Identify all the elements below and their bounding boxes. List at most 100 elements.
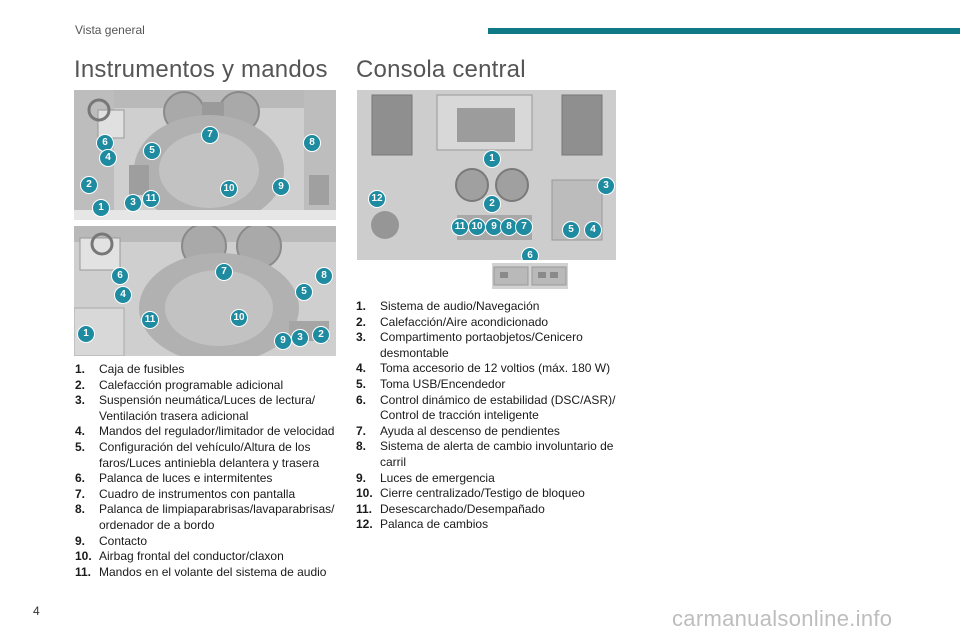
legend-item-text: Compartimento portaobjetos/Cenicero desm… [380, 330, 583, 360]
legend-item: 10. Cierre centralizado/Testigo de bloque… [356, 486, 626, 502]
legend-item: 4. Mandos del regulador/limitador de velo… [75, 424, 343, 440]
legend-item-number: 9. [356, 470, 367, 485]
legend-item-text: Airbag frontal del conductor/claxon [99, 549, 284, 564]
legend-item-number: 11. [75, 564, 92, 579]
callout-3: 3 [291, 329, 309, 347]
callout-10: 10 [220, 180, 238, 198]
callout-1: 1 [92, 199, 110, 217]
callout-10: 10 [230, 309, 248, 327]
callout-9: 9 [485, 218, 503, 236]
legend-item: 6. Palanca de luces e intermitentes [75, 471, 343, 487]
callout-7: 7 [515, 218, 533, 236]
legend-item-text: Cuadro de instrumentos con pantalla [99, 486, 296, 501]
legend-item-number: 5. [75, 439, 86, 454]
legend-item: 7.Ayuda al descenso de pendientes [356, 424, 626, 440]
legend-item: 2. Calefacción/Aire acondicionado [356, 315, 626, 331]
legend-item: 7. Cuadro de instrumentos con pantalla [75, 487, 343, 503]
legend-item-text: Sistema de audio/Navegación [380, 299, 540, 313]
callout-10: 10 [468, 218, 486, 236]
legend-item-text: Mandos en el volante del sistema de audi… [99, 564, 327, 579]
legend-item: 9. Contacto [75, 534, 343, 550]
header-accent-bar [488, 28, 960, 34]
callout-4: 4 [114, 286, 132, 304]
legend-item-number: 7. [75, 486, 86, 501]
legend-item-number: 4. [75, 424, 86, 439]
watermark: carmanualsonline.info [672, 606, 893, 631]
legend-item-text: Palanca de limpiaparabrisas/lavaparabris… [99, 502, 335, 532]
callout-5: 5 [143, 142, 161, 160]
console-image: 1 3 12 2 11 10 9 8 7 5 4 6 [357, 90, 616, 260]
legend-item-text: Configuración del vehículo/Altura de los… [99, 439, 320, 470]
legend-consola: 1. Sistema de audio/Navegación 2. Calefacc… [356, 299, 626, 533]
callout-8: 8 [303, 134, 321, 152]
callout-7: 7 [201, 126, 219, 144]
callout-12: 12 [368, 190, 386, 208]
legend-item-number: 2. [75, 377, 86, 392]
legend-item-text: Caja de fusibles [99, 362, 185, 376]
section-header: Vista general [75, 23, 145, 37]
legend-item-number: 6. [75, 471, 86, 486]
callout-11: 11 [141, 311, 159, 329]
callout-11: 11 [142, 190, 160, 208]
legend-item-number: 9. [75, 533, 86, 548]
title-consola: Consola central [356, 56, 526, 83]
legend-item-text: Ayuda al descenso de pendientes [380, 423, 560, 438]
legend-item-text: Palanca de luces e intermitentes [99, 471, 273, 486]
legend-item-text: Desescarchado/Desempañado [380, 501, 545, 516]
legend-item-text: Suspensión neumática/Luces de lectura/ V… [99, 393, 316, 423]
legend-item-number: 8. [75, 502, 86, 517]
legend-item-number: 6. [356, 392, 367, 407]
title-instrumentos: Instrumentos y mandos [74, 56, 328, 83]
legend-item-number: 11. [356, 501, 373, 516]
callout-5: 5 [295, 283, 313, 301]
legend-item: 1. Sistema de audio/Navegación [356, 299, 626, 315]
legend-item-text: Calefacción/Aire acondicionado [380, 314, 549, 329]
legend-item: 9. Luces de emergencia [356, 471, 626, 487]
callout-4: 4 [584, 221, 602, 239]
legend-item-number: 3. [75, 393, 86, 408]
callout-7: 7 [215, 263, 233, 281]
legend-item-number: 10. [356, 486, 373, 501]
legend-item: 1. Caja de fusibles [75, 362, 343, 378]
legend-item-number: 12. [356, 517, 373, 532]
dashboard-bottom-image: 7 8 6 4 5 1 11 10 9 3 2 [74, 226, 336, 356]
legend-item: 5. Configuración del vehículo/Altura de l… [75, 440, 343, 471]
callout-2: 2 [80, 176, 98, 194]
legend-item: 5.Toma USB/Encendedor [356, 377, 626, 393]
page-number: 4 [33, 604, 40, 618]
legend-item: 10. Airbag frontal del conductor/claxon [75, 549, 343, 565]
legend-item: 12. Palanca de cambios [356, 517, 626, 533]
legend-item-text: Mandos del regulador/limitador de veloci… [99, 424, 335, 439]
callout-1: 1 [483, 150, 501, 168]
legend-item-number: 3. [356, 330, 367, 345]
legend-item-text: Contacto [99, 533, 148, 548]
callout-3: 3 [124, 194, 142, 212]
legend-item-number: 1. [75, 362, 86, 376]
legend-item-number: 8. [356, 439, 367, 454]
callout-5: 5 [562, 221, 580, 239]
callout-2: 2 [312, 326, 330, 344]
callout-2: 2 [483, 195, 501, 213]
legend-item: 11. Desescarchado/Desempañado [356, 502, 626, 518]
legend-item-text: Control dinámico de estabilidad (DSC/ASR… [380, 392, 616, 423]
legend-item-text: Luces de emergencia [380, 470, 495, 485]
callout-9: 9 [274, 332, 292, 350]
callout-3: 3 [597, 177, 615, 195]
callout-6: 6 [111, 267, 129, 285]
legend-instrumentos: 1. Caja de fusibles 2. Calefacción program… [75, 362, 343, 580]
legend-item-number: 10. [75, 549, 92, 564]
legend-item-text: Toma USB/Encendedor [380, 376, 506, 391]
legend-item-text: Calefacción programable adicional [99, 377, 284, 392]
legend-item: 6. Control dinámico de estabilidad (DSC/A… [356, 393, 626, 424]
callout-4: 4 [99, 149, 117, 167]
legend-item: 3. Suspensión neumática/Luces de lectura/… [75, 393, 343, 424]
legend-item-number: 1. [356, 299, 367, 313]
legend-item-number: 2. [356, 314, 367, 329]
dashboard-top-image: 6 7 8 4 5 2 10 9 3 11 1 [74, 90, 336, 220]
legend-item-text: Palanca de cambios [380, 517, 489, 532]
legend-item-text: Toma accesorio de 12 voltios (máx. 180 W… [380, 361, 611, 376]
callout-11: 11 [451, 218, 469, 236]
legend-item-text: Cierre centralizado/Testigo de bloqueo [380, 486, 585, 501]
legend-item-text: Sistema de alerta de cambio involuntario… [380, 439, 614, 469]
callout-6: 6 [521, 247, 539, 260]
